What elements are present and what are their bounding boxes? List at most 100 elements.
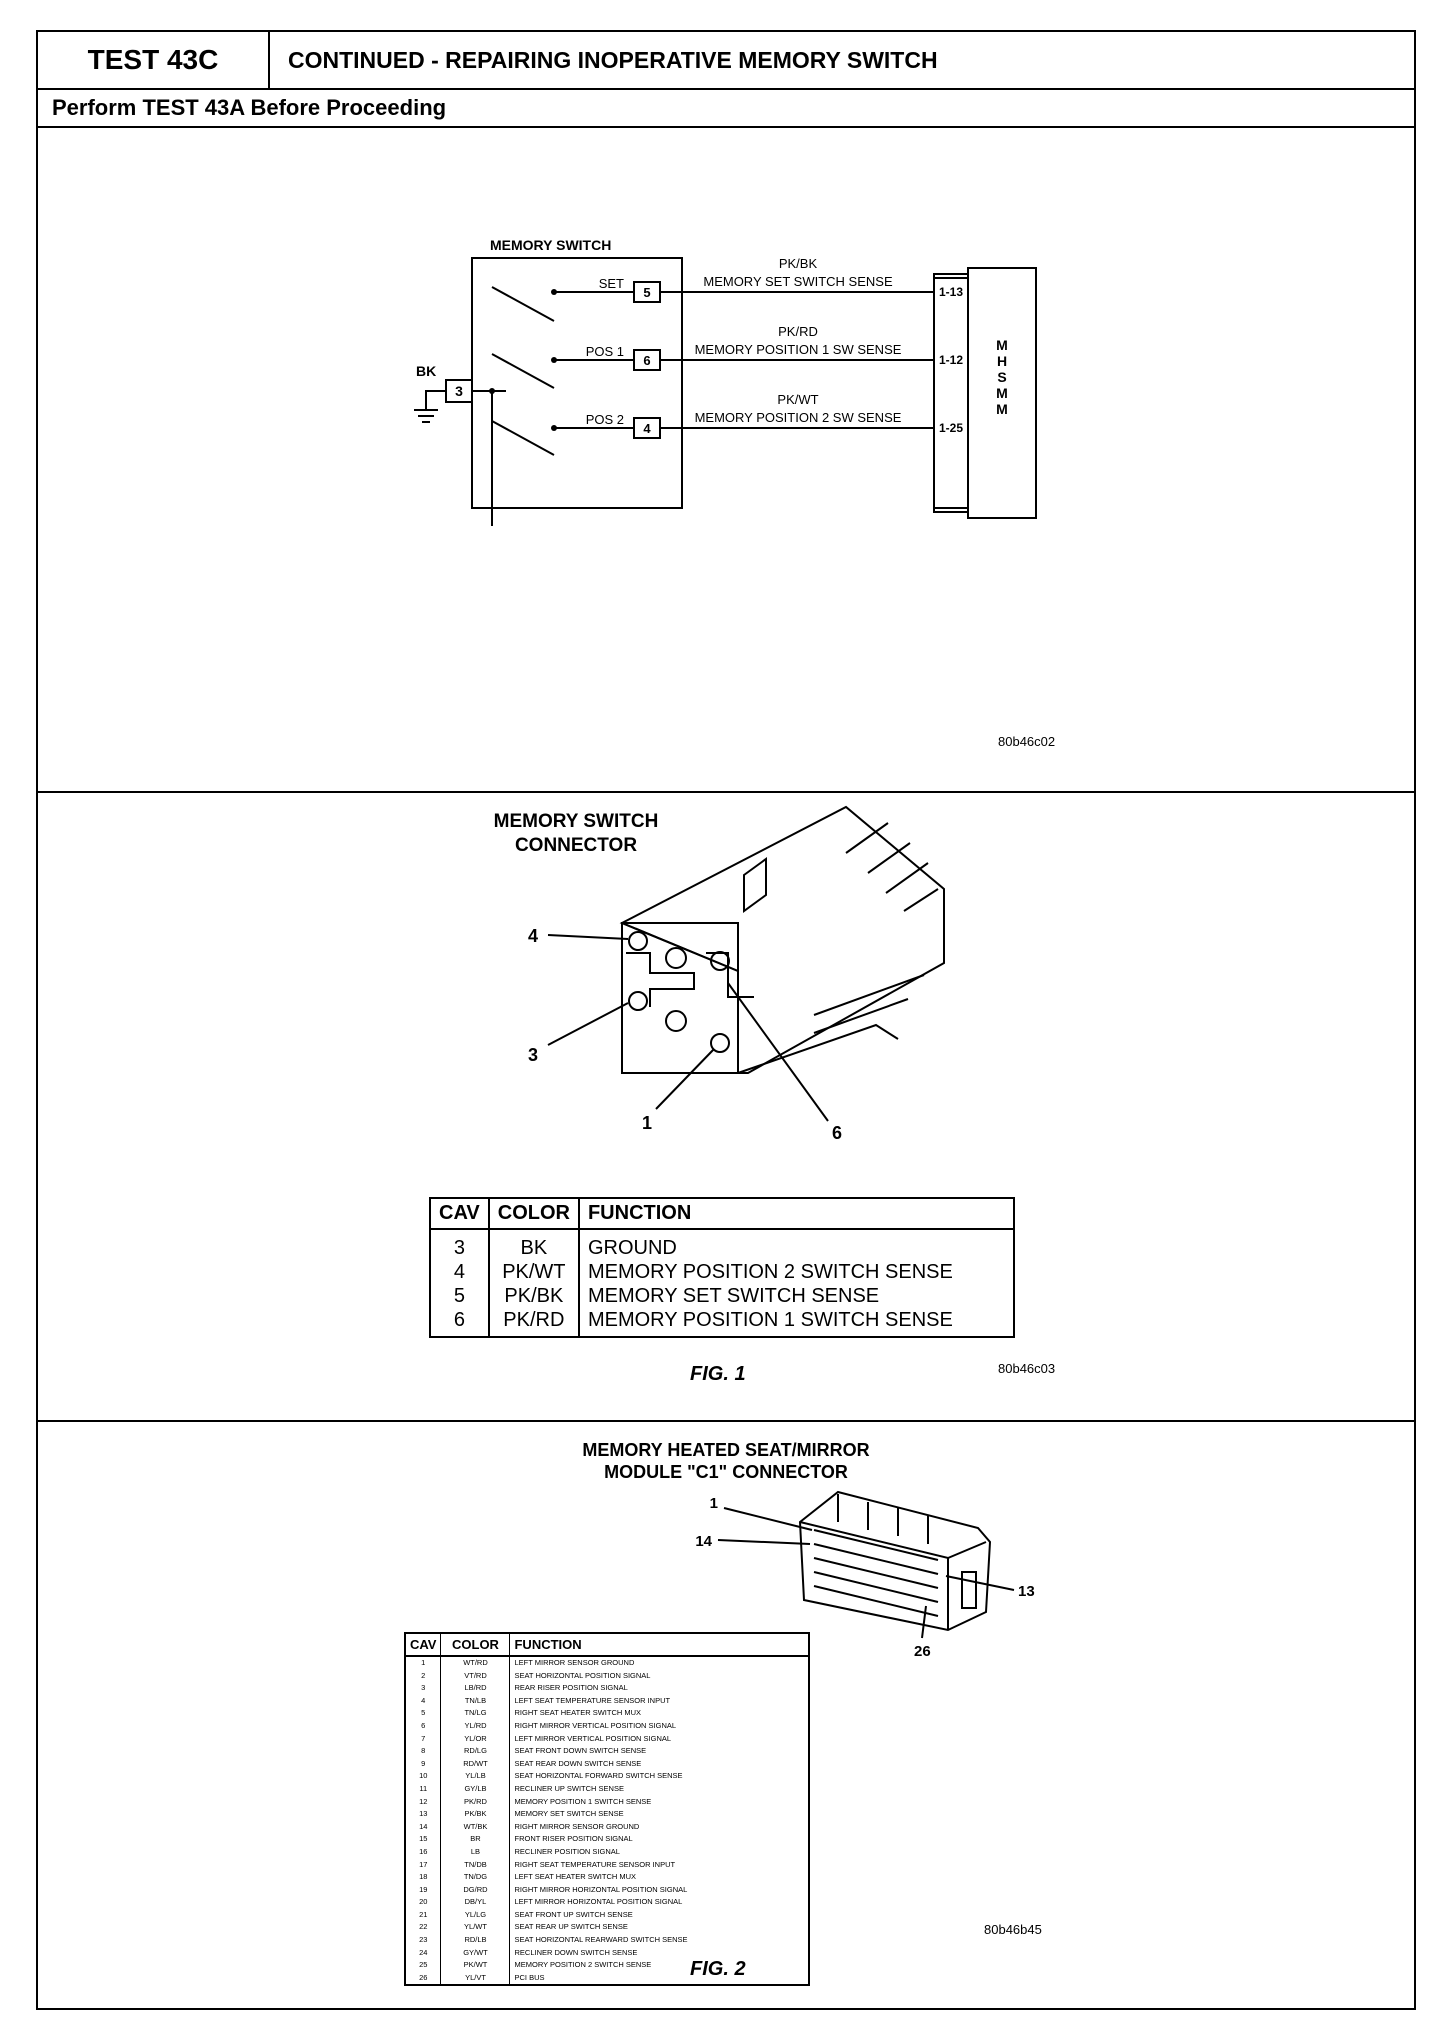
function-cell: RIGHT SEAT TEMPERATURE SENSOR INPUT [514,1859,676,1869]
function-cell: SEAT HORIZONTAL POSITION SIGNAL [514,1670,651,1680]
function-cell: RIGHT MIRROR HORIZONTAL POSITION SIGNAL [514,1884,688,1894]
color-cell: TN/LG [440,1707,511,1720]
function-cell: MEMORY POSITION 1 SWITCH SENSE [587,1309,953,1331]
wire-color-pos2: PK/WT [777,392,818,407]
fig1-caption: FIG. 1 [690,1363,746,1385]
function-cell: MEMORY POSITION 1 SWITCH SENSE [514,1796,652,1806]
color-cell: BR [440,1833,511,1846]
cav-cell: 12 [405,1795,442,1809]
function-cell: SEAT FRONT DOWN SWITCH SENSE [514,1746,647,1756]
cav-cell: 9 [405,1757,442,1771]
fig1-title-line2: CONNECTOR [515,835,637,856]
schematic-section: MEMORY SWITCH BK 3 SET POS 1 POS 2 5 6 4… [38,128,1414,793]
function-cell: LEFT SEAT TEMPERATURE SENSOR INPUT [514,1695,671,1705]
function-cell: PCI BUS [514,1972,545,1982]
function-cell: MEMORY SET SWITCH SENSE [514,1809,624,1819]
module-letter-5: M [996,401,1008,417]
circuit-set: MEMORY SET SWITCH SENSE [703,274,893,289]
color-cell: YL/OR [440,1732,511,1746]
cav-cell: 5 [430,1284,490,1308]
wire-color-pos1: PK/RD [778,324,818,339]
color-cell: TN/LB [440,1694,511,1708]
cav-cell: 19 [405,1883,442,1897]
color-cell: YL/LB [440,1770,511,1783]
circuit-pos2: MEMORY POSITION 2 SW SENSE [695,410,902,425]
fig1-title-line1: MEMORY SWITCH [494,811,659,832]
cav-cell: 18 [405,1871,442,1884]
page-header: TEST 43C CONTINUED - REPAIRING INOPERATI… [38,32,1414,90]
color-cell: RD/LB [440,1934,511,1947]
fig1-section: MEMORY SWITCH CONNECTOR [38,793,1414,1422]
cav-cell: 22 [405,1921,442,1935]
switch-title: MEMORY SWITCH [490,237,611,253]
cav-cell: 10 [405,1770,442,1783]
cav-cell: 26 [405,1971,442,1986]
ground-color: BK [416,363,436,379]
figure-code-fig2: 80b46b45 [984,1922,1042,1937]
cav-cell: 15 [405,1833,442,1846]
cav-cell: 16 [405,1845,442,1859]
function-cell: MEMORY SET SWITCH SENSE [587,1285,880,1307]
cav-cell: 24 [405,1946,442,1960]
color-cell: YL/RD [440,1719,511,1733]
module-connector [933,273,969,513]
function-cell: SEAT FRONT UP SWITCH SENSE [514,1909,633,1919]
module-letter-4: M [996,385,1008,401]
color-cell: PK/BK [440,1808,511,1821]
function-cell: LEFT SEAT HEATER SWITCH MUX [514,1872,637,1882]
cav-cell: 7 [405,1732,442,1746]
color-cell: GY/LB [440,1782,511,1796]
figure-code-fig1: 80b46c03 [998,1361,1056,1376]
col-color: COLOR [488,1198,580,1230]
color-cell: VT/RD [440,1669,511,1683]
function-cell: MEMORY POSITION 2 SWITCH SENSE [587,1261,953,1283]
function-cell: SEAT HORIZONTAL REARWARD SWITCH SENSE [514,1935,688,1945]
color-cell: DG/RD [440,1883,511,1897]
module-pin-pos2: 1-25 [939,421,963,435]
color-cell: BK [488,1229,580,1260]
module-body [967,267,1037,519]
cav-cell: 23 [405,1934,442,1947]
c1-callout-14: 14 [695,1533,712,1550]
color-cell: YL/LG [440,1908,511,1922]
c1-callout-26: 26 [914,1643,931,1660]
circuit-wires [660,291,934,429]
service-page: TEST 43C CONTINUED - REPAIRING INOPERATI… [36,30,1416,2010]
cav-cell: 11 [405,1782,442,1796]
function-cell: SEAT REAR DOWN SWITCH SENSE [514,1758,642,1768]
page-title: CONTINUED - REPAIRING INOPERATIVE MEMORY… [288,46,938,73]
c1-callout-13: 13 [1018,1583,1035,1600]
cav-cell: 1 [405,1656,442,1670]
switch-common-bus [472,390,493,526]
cav-cell: 5 [405,1707,442,1720]
pin-set: 5 [643,285,650,300]
fig2-caption: FIG. 2 [690,1958,746,1980]
color-cell: TN/DB [440,1858,511,1872]
callout-6: 6 [832,1123,842,1143]
callout-4: 4 [528,926,538,946]
color-cell: WT/RD [440,1656,511,1670]
color-cell: RD/WT [440,1757,511,1771]
cav-cell: 25 [405,1959,442,1972]
color-cell: YL/WT [440,1921,511,1935]
ground-wire [425,390,446,410]
